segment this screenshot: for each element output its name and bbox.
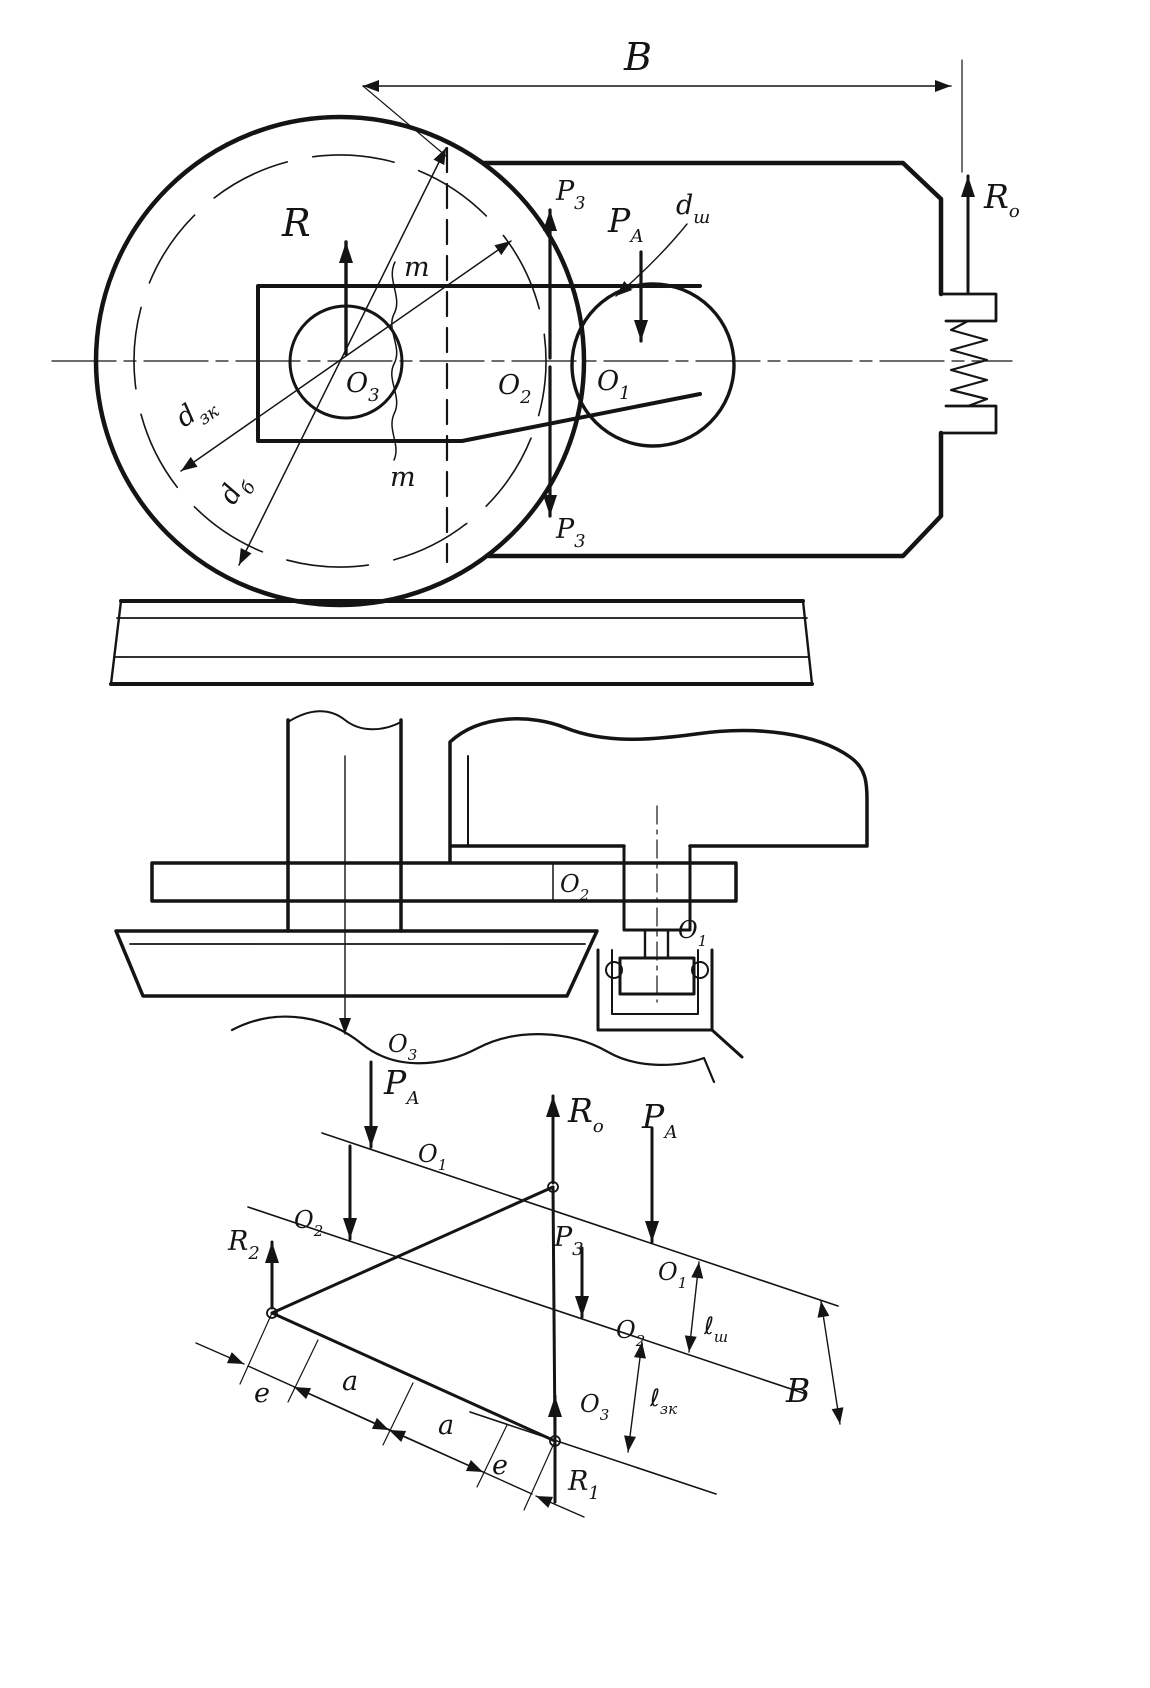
column-break-top bbox=[287, 710, 402, 731]
label-dim-e-right: e bbox=[492, 1450, 508, 1481]
label-force-r1: R1 bbox=[567, 1466, 600, 1504]
rail-break-right bbox=[801, 599, 814, 686]
cylinder-walls bbox=[622, 844, 692, 932]
dim-leader-e-right bbox=[535, 1495, 585, 1518]
grinding-wheel-outer-circle bbox=[93, 114, 587, 608]
bracket-outline bbox=[596, 948, 744, 1059]
dim-ext-a bbox=[239, 1312, 273, 1385]
label-force-pa-top: РА bbox=[607, 201, 644, 247]
label-force-pa-left: РА bbox=[383, 1063, 420, 1109]
label-o1-side: О1 bbox=[678, 916, 707, 950]
link-ac bbox=[270, 1311, 557, 1443]
label-dim-a-left: a bbox=[342, 1366, 358, 1397]
pan-outline bbox=[114, 929, 599, 998]
label-o3-side: О3 bbox=[388, 1030, 417, 1064]
dim-tick-3 bbox=[476, 1424, 508, 1488]
rail-section bbox=[109, 599, 814, 686]
label-o2-fd-right: О2 bbox=[616, 1316, 645, 1350]
dim-tick-1 bbox=[287, 1339, 319, 1403]
label-o2-fd-left: О2 bbox=[294, 1206, 323, 1240]
label-force-r0-top: Rо bbox=[983, 177, 1020, 222]
label-force-r0-fd: Rо bbox=[567, 1091, 604, 1137]
label-force-p3-fd: Р3 bbox=[553, 1222, 584, 1260]
link-ab bbox=[270, 1185, 555, 1315]
section-break-squiggle bbox=[391, 261, 398, 461]
piston-foot-block bbox=[618, 956, 696, 996]
label-force-pa-right: РА bbox=[641, 1097, 678, 1143]
label-dim-l-sh: ℓш bbox=[703, 1312, 728, 1346]
axis-line-o1 bbox=[321, 1132, 839, 1307]
label-dia-zk: dзк bbox=[170, 386, 223, 439]
label-force-p3-down: Р3 bbox=[555, 514, 586, 552]
force-diagram: РА Rо РА Р3 R2 R1 О1 О2 О1 О2 О3 ℓш ℓзк … bbox=[195, 1060, 844, 1518]
joint-point-c bbox=[549, 1435, 561, 1447]
label-o1-fd-right: О1 bbox=[658, 1258, 687, 1292]
piston-rod bbox=[643, 928, 670, 960]
dim-tick-2 bbox=[382, 1382, 414, 1446]
dia-line-b bbox=[238, 147, 447, 566]
ground-break-line bbox=[230, 1015, 716, 1084]
label-section-m-bottom: m bbox=[390, 462, 416, 493]
axis-line-o3 bbox=[469, 1411, 717, 1495]
dim-line-lzk bbox=[624, 1341, 646, 1453]
label-dim-a-right: a bbox=[438, 1410, 454, 1441]
label-force-p3-up: Р3 bbox=[555, 176, 586, 214]
label-o3-fd: О3 bbox=[580, 1390, 609, 1424]
label-dia-sh: dш bbox=[676, 190, 710, 228]
label-dia-b: dб bbox=[213, 469, 261, 513]
dim-ext-c bbox=[523, 1440, 556, 1511]
label-center-o3-top: О3 bbox=[346, 368, 380, 406]
dim-line-lsh bbox=[684, 1261, 704, 1353]
spring-zigzag bbox=[949, 319, 989, 408]
bracket-inner bbox=[611, 949, 699, 1015]
label-center-o2-top: О2 bbox=[498, 370, 532, 408]
dim-seg-a1 bbox=[293, 1386, 390, 1431]
label-dim-b-top: В bbox=[623, 35, 652, 79]
dim-b-leader-left bbox=[362, 85, 447, 157]
hinge-ball-circle bbox=[570, 282, 736, 448]
axis-line-o2 bbox=[247, 1206, 807, 1395]
roller-left bbox=[605, 961, 623, 979]
rail-break-left bbox=[109, 599, 123, 686]
dia-sh-leader bbox=[615, 223, 688, 297]
side-view: О2 О1 О3 bbox=[114, 710, 869, 1084]
label-force-r: R bbox=[281, 201, 311, 245]
dim-seg-a2 bbox=[388, 1429, 484, 1473]
label-dim-l-zk: ℓзк bbox=[649, 1384, 677, 1418]
spring-seat-tabs bbox=[939, 292, 998, 435]
dim-leader-e-left bbox=[195, 1342, 245, 1365]
lever-bar-outline bbox=[150, 861, 738, 903]
top-view: В R Rо Р3 Р3 РА dш dзк dб О3 О2 О1 m m bbox=[51, 35, 1020, 608]
machine-body-outline bbox=[480, 160, 944, 559]
label-dim-e-left: e bbox=[254, 1378, 270, 1409]
joint-point-a bbox=[266, 1307, 278, 1319]
roller-right bbox=[691, 961, 709, 979]
dim-line-b-fd bbox=[817, 1300, 844, 1425]
label-dim-b-fd: В bbox=[785, 1371, 810, 1410]
label-o1-fd-left: О1 bbox=[418, 1140, 447, 1174]
label-center-o1-top: О1 bbox=[597, 366, 631, 404]
joint-point-b bbox=[547, 1181, 559, 1193]
frame-blob-outline bbox=[448, 717, 869, 864]
label-section-m-top: m bbox=[404, 252, 430, 283]
label-force-r2: R2 bbox=[227, 1226, 260, 1264]
label-o2-side: О2 bbox=[560, 870, 589, 904]
